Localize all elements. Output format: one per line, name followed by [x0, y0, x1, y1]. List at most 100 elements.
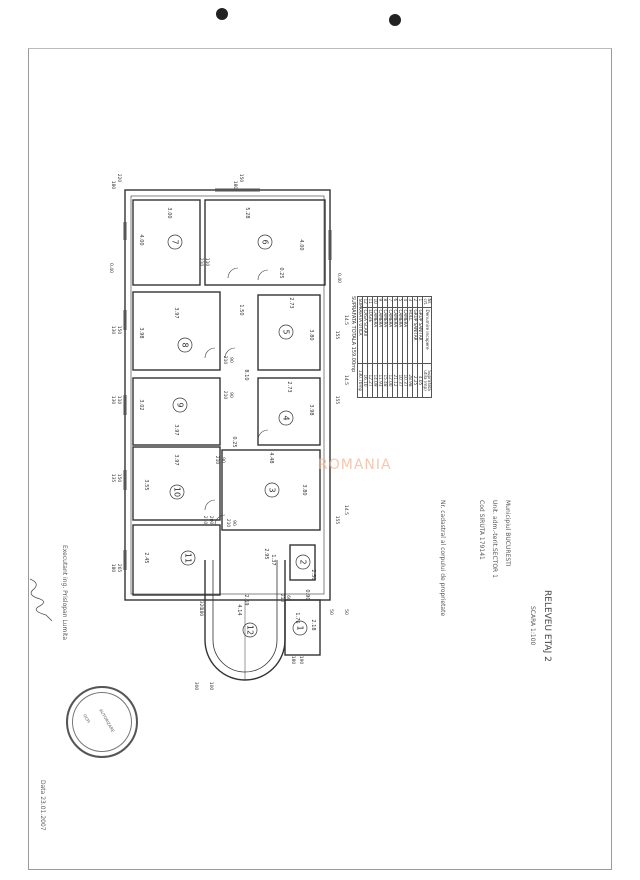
margin-dimension: 90	[231, 520, 237, 526]
cell-name: CAMERA	[402, 307, 408, 364]
cell-name: CAMERA	[372, 307, 378, 364]
margin-dimension: 180	[110, 181, 116, 190]
door-swing	[257, 269, 269, 281]
room-wall	[132, 377, 221, 446]
cell-name: HOLL	[407, 307, 413, 364]
dimension-label: 3.55	[143, 479, 149, 490]
door-swing	[204, 347, 216, 359]
margin-dimension: 300	[193, 682, 199, 691]
dimension-label: 3.98	[308, 404, 314, 415]
cell-nr: 4	[402, 296, 408, 308]
margin-dimension: 155	[334, 516, 340, 525]
margin-dimension: 210	[202, 516, 208, 525]
cell-area: 28.98	[407, 363, 413, 398]
dimension-label: 3.00	[166, 207, 172, 218]
cell-area: 16.10	[362, 363, 368, 398]
cell-name: CAMERA	[382, 307, 388, 364]
margin-dimension: 0.40	[108, 263, 114, 273]
margin-dimension: 90	[228, 357, 234, 363]
margin-dimension: 100	[208, 682, 214, 691]
margin-dimension: 14.5	[343, 315, 349, 325]
room-number: 2	[299, 559, 308, 564]
dimension-label: 1.37	[270, 554, 276, 565]
margin-dimension: 135	[110, 474, 116, 483]
siruta-code: Cod SIRUTA 179141	[478, 500, 485, 560]
total-area: SUPRAFATA TOTALA 159.00mp	[350, 296, 356, 373]
dimension-label: 3.02	[138, 399, 144, 410]
cell-name: CAMERA	[397, 307, 403, 364]
room-number: 5	[282, 329, 291, 334]
dimension-label: 2.18	[310, 619, 316, 630]
door-swing	[257, 429, 269, 441]
cell-nr: 5	[397, 296, 403, 308]
header-name: Denumire incapere	[422, 307, 432, 364]
cadastral-number: Nr. cadastral al corpului de proprietate	[439, 500, 446, 617]
margin-dimension: 210	[198, 258, 204, 267]
margin-dimension: 180	[232, 181, 238, 190]
room-number: 3	[268, 487, 277, 492]
room-wall	[257, 377, 321, 446]
dimension-label: 4.00	[138, 234, 144, 245]
margin-dimension: 210	[225, 519, 231, 528]
door-swing	[224, 347, 236, 359]
dimension-label: 1.50	[238, 304, 244, 315]
cell-name: CASA SCARII	[362, 307, 368, 364]
room-number: 1	[296, 625, 305, 630]
margin-dimension: 210	[222, 356, 228, 365]
margin-dimension: 210	[279, 594, 285, 603]
dimension-label: 2.95	[263, 548, 269, 559]
dimension-label: 5.28	[244, 207, 250, 218]
dimension-label: 3.98	[138, 327, 144, 338]
cell-nr: 10	[372, 296, 378, 308]
door-swing	[204, 499, 216, 511]
dimension-label: 2.50	[310, 569, 316, 580]
dimension-label: 1.76	[294, 612, 300, 623]
cell-area: 21.12	[392, 363, 398, 398]
margin-dimension: 14.5	[343, 375, 349, 385]
room-number: 8	[181, 342, 190, 347]
cell-area: 10.37	[402, 363, 408, 398]
margin-dimension: 210	[222, 391, 228, 400]
table-header-row: Nr. crt. Denumire incapere Suprafata uti…	[422, 296, 432, 398]
dimension-label: 2.45	[143, 552, 149, 563]
dimension-label: 0.25	[231, 436, 237, 447]
room-wall	[132, 446, 221, 521]
dimension-label: 2.73	[288, 297, 294, 308]
cell-area: 12.00	[387, 363, 393, 398]
room-number-circle	[257, 234, 273, 250]
room-number-circle	[180, 550, 196, 566]
usable-value: 130.70mp	[357, 363, 363, 398]
margin-dimension: 150	[116, 474, 122, 483]
cell-nr: 2	[412, 296, 418, 308]
room-number-circle	[278, 410, 294, 426]
document-title: RELEVEU ETAJ 2	[542, 590, 552, 662]
dimension-label: 3.97	[173, 424, 179, 435]
dimension-label: 3.80	[301, 484, 307, 495]
room-number: 11	[184, 553, 193, 563]
room-wall	[257, 294, 321, 371]
margin-dimension: 130	[110, 396, 116, 405]
room-wall	[132, 291, 221, 371]
margin-dimension: 180	[290, 656, 296, 665]
room-number: 6	[261, 239, 270, 244]
cell-nr: 3	[407, 296, 413, 308]
admin-unit: Unit. adm.-terit.SECTOR 1	[491, 500, 498, 578]
room-wall	[132, 199, 201, 286]
punch-hole	[216, 8, 228, 20]
cell-area: 4.05	[417, 363, 423, 398]
room-number-circle	[242, 622, 258, 638]
room-number: 4	[282, 415, 291, 420]
signature	[29, 578, 52, 622]
room-number: 7	[171, 239, 180, 244]
room-wall	[221, 449, 321, 531]
dimension-label: 4.00	[298, 239, 304, 250]
margin-dimension: 60	[285, 595, 291, 601]
